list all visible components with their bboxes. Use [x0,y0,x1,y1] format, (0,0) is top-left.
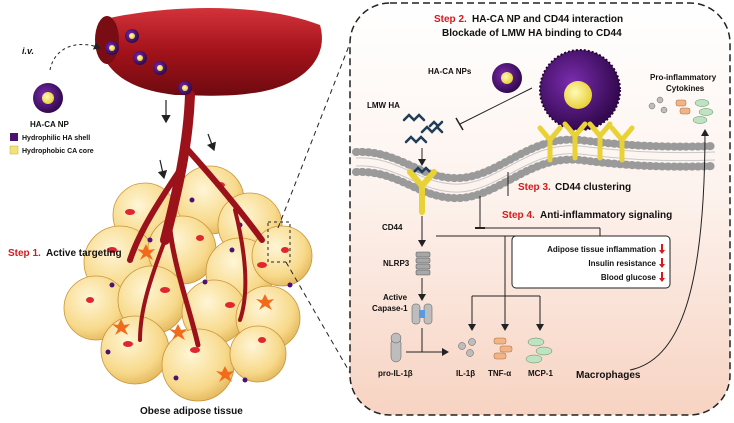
step1-text: Active targeting [46,248,122,259]
flow-arrows [157,100,216,180]
inhibition-line [459,87,533,125]
legend-core-label: Hydrophobic CA core [22,148,94,155]
step2-number: Step 2. [434,14,467,25]
step3-number: Step 3. [518,182,551,193]
outcome-2: Insulin resistance [588,259,656,268]
legend-shell-label: Hydrophilic HA shell [22,135,90,142]
adipose-tissue [63,165,313,402]
step3-text: CD44 clustering [555,182,631,193]
il1b-icons [458,338,476,357]
step4-text: Anti-inflammatory signaling [540,210,672,221]
down-arrow-icons [659,244,665,282]
lmw-ha-label: LMW HA [367,101,400,110]
pro-il1b-label: pro-IL-1β [378,369,413,378]
injection-arrow [49,42,101,71]
zoom-panel [349,2,731,416]
tnf-label: TNF-α [488,369,511,378]
shell-swatch [10,133,18,141]
mcp1-label: MCP-1 [528,369,553,378]
cd44-label: CD44 [382,223,403,232]
pro-il1b-icon [390,332,402,363]
tnf-icons [493,337,513,360]
outcome-1: Adipose tissue inflammation [547,245,656,254]
caspase-icon [411,303,433,325]
cytokine-icons [648,96,714,124]
tissue-caption: Obese adipose tissue [140,406,243,417]
step2-line1: HA-CA NP and CD44 interaction [472,14,623,25]
casp-label-2: Capase-1 [372,304,408,313]
lmw-ha-chains [402,113,444,144]
iv-label: i.v. [22,46,34,56]
vessel-nanoparticles [105,29,192,95]
nps-label: HA-CA NPs [428,67,472,76]
cytokines-label-1: Pro-inflammatory [650,73,717,82]
core-swatch [9,145,19,155]
nlrp3-label: NLRP3 [383,259,410,268]
secretion-arrow [629,129,709,371]
outcomes-box: Adipose tissue inflammation Insulin resi… [511,235,671,289]
large-np [539,49,621,131]
cell-membrane [352,135,719,203]
cytokine-pathway-arrows [472,236,540,297]
zoom-connectors [267,37,361,391]
il1b-label: IL-1β [456,369,475,378]
cd44-receptor [407,166,437,215]
casp-label-1: Active [383,293,408,302]
np-label: HA-CA NP [30,120,69,129]
outcome-3: Blood glucose [601,273,657,282]
cytokines-label-2: Cytokines [666,84,705,93]
np-legend: HA-CA NP Hydrophilic HA shell Hydrophobi… [9,83,94,155]
mcp1-icons [525,337,553,364]
nlrp3-icon [415,251,431,276]
step2-line2: Blockade of LMW HA binding to CD44 [442,28,622,39]
cd44-cluster [537,121,635,163]
step1-number: Step 1. [8,248,41,259]
macrophages-label: Macrophages [576,370,641,381]
step4-number: Step 4. [502,210,535,221]
